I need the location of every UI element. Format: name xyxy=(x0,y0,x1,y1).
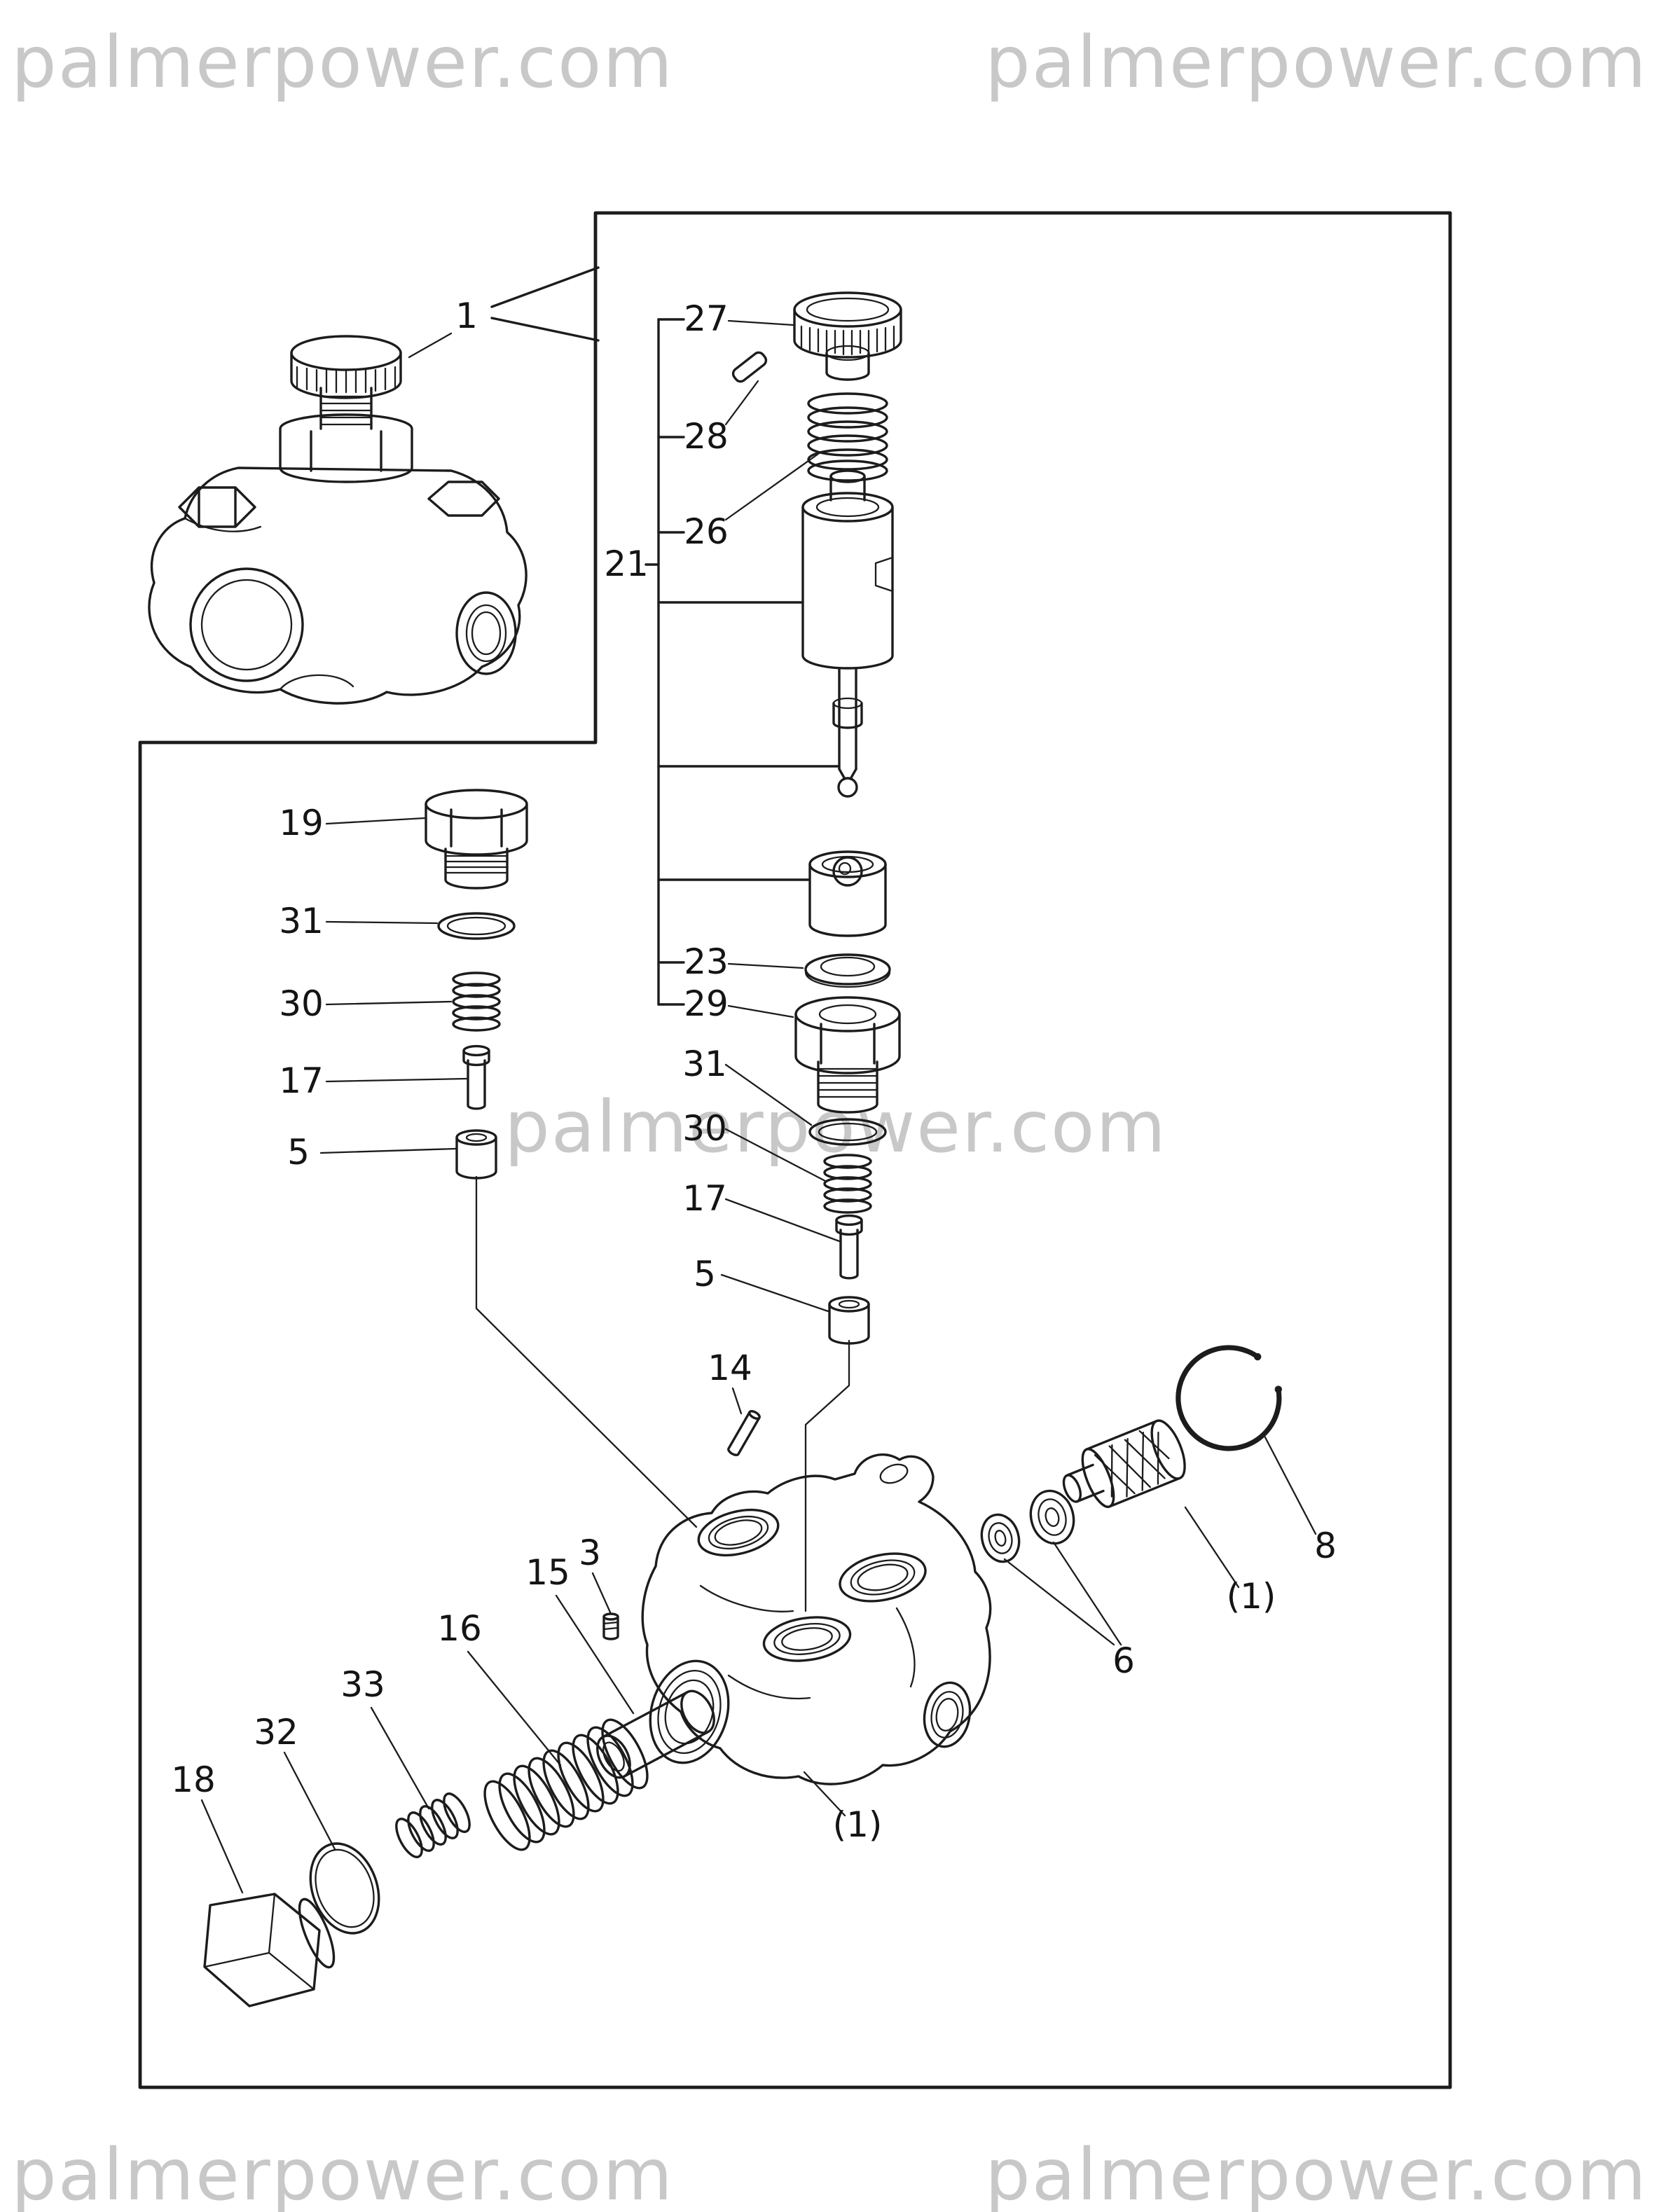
valve-body xyxy=(641,1453,992,1785)
label-16: 16 xyxy=(437,1608,482,1649)
part-8-snap-ring xyxy=(1176,1345,1283,1451)
part-ball-cup xyxy=(808,850,887,937)
frame-box xyxy=(138,211,1452,2089)
part-30-spring-mid xyxy=(823,1154,872,1214)
label-32: 32 xyxy=(254,1712,298,1753)
label-qty-1-right: (1) xyxy=(1227,1576,1276,1617)
part-33-spring xyxy=(395,1792,471,1858)
label-qty-1-bottom: (1) xyxy=(833,1804,883,1845)
label-5-left: 5 xyxy=(287,1132,310,1173)
watermark-bottom-right: palmerpower.com xyxy=(985,2134,1648,2212)
label-21: 21 xyxy=(604,544,649,584)
part-19-plug xyxy=(425,789,528,890)
label-1: 1 xyxy=(455,296,478,336)
part-18-plug xyxy=(203,1893,336,2007)
watermark-top-left: palmerpower.com xyxy=(11,21,674,104)
part-31-oring-left xyxy=(437,912,516,940)
part-28-pin xyxy=(731,351,768,383)
label-8: 8 xyxy=(1314,1526,1337,1566)
label-17-mid: 17 xyxy=(682,1178,727,1219)
label-27: 27 xyxy=(684,298,729,339)
label-17-left: 17 xyxy=(279,1060,324,1101)
part-17-pin-left xyxy=(462,1044,490,1110)
part-30-spring-left xyxy=(452,972,501,1032)
part-26-spring xyxy=(807,392,888,482)
part-29-gland-nut xyxy=(794,996,901,1114)
assembly-drop-lines xyxy=(475,1175,850,1612)
callout-labels: 1 27 28 26 21 19 31 30 17 5 23 29 31 30 … xyxy=(171,296,1337,1845)
watermarks: palmerpower.com palmerpower.com palmerpo… xyxy=(11,21,1648,2212)
part-31-oring-mid xyxy=(808,1118,887,1146)
label-30-mid: 30 xyxy=(682,1108,727,1149)
assembled-valve-figure xyxy=(148,332,528,705)
label-29: 29 xyxy=(684,983,729,1024)
part-14-pin xyxy=(727,1410,761,1456)
label-33: 33 xyxy=(340,1664,385,1705)
part-16-spring xyxy=(483,1718,649,1851)
leader-lines xyxy=(200,319,1317,1894)
callout-wedge xyxy=(490,266,600,342)
label-30-left: 30 xyxy=(279,983,324,1024)
label-14: 14 xyxy=(708,1348,752,1388)
label-31-left: 31 xyxy=(279,901,324,941)
label-19: 19 xyxy=(279,803,324,843)
part-5-bushing-left xyxy=(455,1129,497,1180)
bracket-21 xyxy=(645,318,839,1006)
part-5-bushing-mid xyxy=(828,1296,870,1345)
part-21-plunger-barrel xyxy=(801,469,894,798)
part-23-washer xyxy=(804,953,891,988)
label-26: 26 xyxy=(684,511,729,552)
label-23: 23 xyxy=(684,941,729,982)
label-5-mid: 5 xyxy=(694,1254,716,1294)
spool-assembly xyxy=(1062,1419,1186,1508)
part-27-cap xyxy=(793,291,902,381)
label-28: 28 xyxy=(684,416,729,457)
label-6: 6 xyxy=(1112,1640,1135,1681)
part-32-ring xyxy=(309,1842,380,1935)
part-17-pin-mid xyxy=(835,1214,863,1280)
label-3: 3 xyxy=(579,1533,601,1573)
part-6-bearings xyxy=(980,1489,1075,1563)
label-15: 15 xyxy=(525,1552,570,1593)
watermark-top-right: palmerpower.com xyxy=(985,21,1648,104)
label-31-mid: 31 xyxy=(682,1044,727,1084)
label-18: 18 xyxy=(171,1760,216,1800)
watermark-bottom-left: palmerpower.com xyxy=(11,2134,674,2212)
part-3-screw xyxy=(602,1612,619,1640)
